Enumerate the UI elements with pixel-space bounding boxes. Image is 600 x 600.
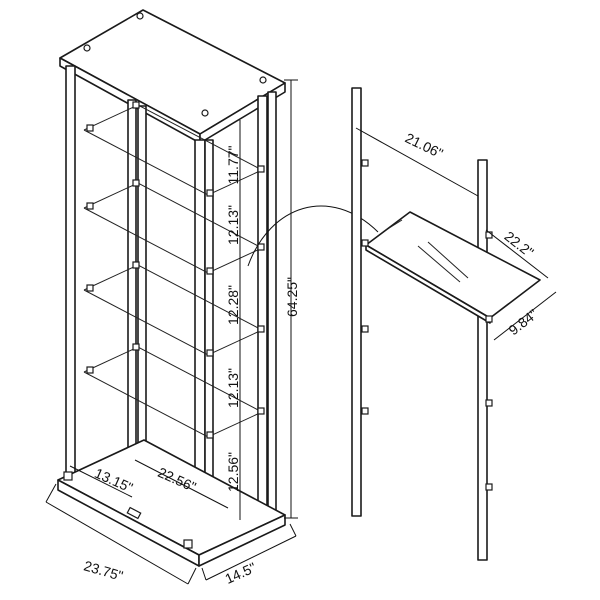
top-screw: [259, 76, 267, 84]
shelf-spacing-label-5: 12.56": [225, 452, 241, 492]
glass-reflection: [417, 245, 461, 283]
glass-reflection: [427, 241, 469, 279]
base-foot: [63, 471, 73, 481]
shelf-detail: [351, 87, 557, 561]
glass-reflection: [385, 219, 403, 231]
shelf-width-line: [485, 229, 549, 279]
shelf-length-label: 21.06": [403, 130, 446, 162]
cabinet-post-back-left: [65, 65, 76, 487]
inner-depth-line: [69, 465, 133, 498]
shelf-length-line: [355, 127, 479, 197]
shelf-spacing-label-3: 12.28": [225, 285, 241, 325]
cabinet-post-back-center-2: [137, 105, 147, 451]
depth-label: 14.5": [222, 559, 258, 587]
cabinet-base-side: [198, 514, 286, 567]
inner-width-line: [134, 459, 229, 509]
shelf-spacing-label-2: 12.13": [225, 205, 241, 245]
total-height-dimension: [284, 79, 298, 519]
detail-shelf-edge: [365, 244, 491, 324]
cabinet-top-slab: [59, 9, 286, 135]
detail-post-left: [351, 87, 362, 517]
shelf-spacing-label-1: 11.77": [225, 145, 241, 184]
shelf-depth-line: [493, 291, 557, 341]
top-screw: [201, 109, 209, 117]
shelf-spacing-label-4: 12.13": [225, 368, 241, 408]
top-screw: [83, 44, 91, 52]
cabinet-post-front-right: [257, 95, 268, 517]
door-lock: [126, 506, 142, 520]
detail-post-right: [477, 159, 488, 561]
width-label: 23.75": [82, 557, 125, 583]
top-screw: [136, 12, 144, 20]
cabinet-post-front-right-2: [267, 91, 277, 513]
width-dimension: [45, 483, 197, 585]
depth-dimension: [201, 523, 297, 581]
base-foot: [183, 539, 193, 549]
total-height-label: 64.25": [284, 277, 300, 317]
display-cabinet: [57, 9, 286, 567]
shelf-pegs: [86, 101, 265, 439]
shelf-depth-label: 9.84": [505, 306, 540, 338]
